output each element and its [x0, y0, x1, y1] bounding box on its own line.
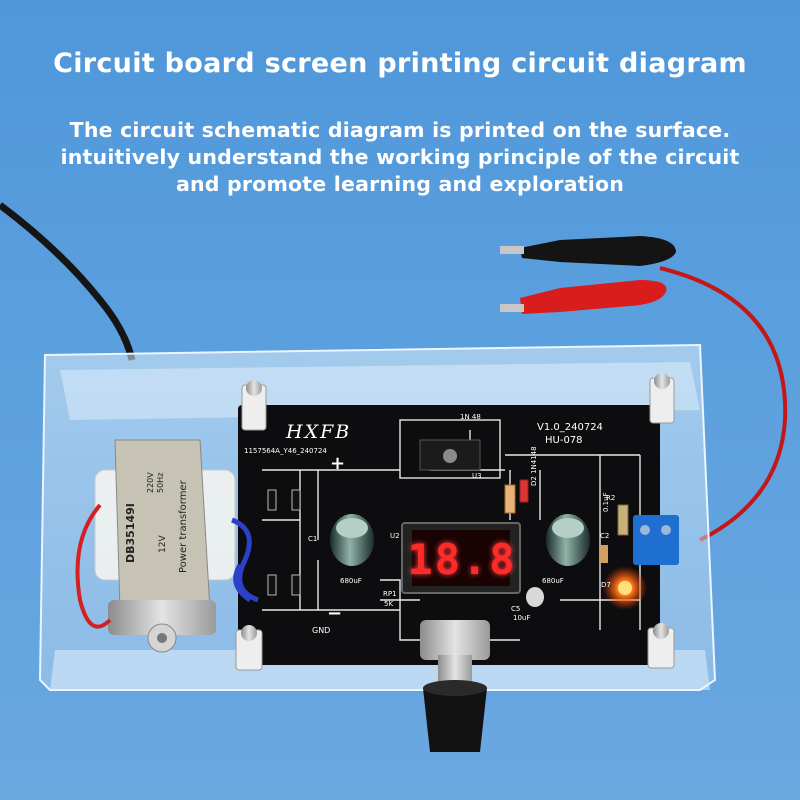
u2-label: U2 [390, 532, 400, 540]
capacitor-left [330, 514, 374, 566]
r2-label: R2 [606, 494, 616, 502]
part-code-silkscreen: 1157564A_Y46_240724 [244, 447, 327, 455]
plus-sign: + [330, 453, 346, 474]
small-components [267, 479, 629, 596]
potentiometer [420, 620, 490, 752]
transformer-label: DB35149I Power transformer 220V 50Hz 12V [118, 455, 198, 590]
capacitor-small [526, 587, 544, 607]
rp1-label: RP1 [383, 590, 397, 598]
regulator-outline [399, 419, 501, 479]
version-silkscreen: V1.0_240724 [537, 422, 603, 433]
gnd-label: GND [312, 626, 331, 635]
description-line-3: and promote learning and exploration [175, 172, 625, 196]
terminal-block [633, 515, 679, 565]
u3-label: U3 [472, 472, 482, 480]
rp1-value: 5K [384, 600, 394, 608]
voltage-display-reading: 18.8 [407, 534, 517, 584]
c5-label: C5 [511, 605, 521, 613]
silkscreen-traces [262, 430, 641, 641]
transformer-name: Power transformer [178, 480, 189, 573]
screws [241, 373, 670, 641]
c2-label: C2 [600, 532, 610, 540]
cap-right-label: 680uF [542, 577, 564, 585]
transformer-input-voltage: 220V [146, 472, 155, 493]
transformer-model: DB35149I [124, 503, 137, 563]
headline: Circuit board screen printing circuit di… [53, 48, 747, 79]
d2-label: D2 1N4148 [530, 446, 538, 486]
cap-left-label: 680uF [340, 577, 362, 585]
d7-label: D7 [601, 581, 611, 589]
minus-sign: − [327, 603, 343, 624]
red-alligator-clip [500, 280, 667, 314]
c1-label: C1 [308, 535, 318, 543]
standoffs [235, 377, 675, 671]
c5-value: 10uF [513, 614, 531, 622]
power-cord [0, 202, 136, 361]
capacitor-right [546, 514, 590, 566]
transformer-frequency: 50Hz [156, 472, 165, 493]
description-line-2: intuitively understand the working princ… [60, 145, 740, 169]
transformer [75, 439, 259, 653]
black-alligator-clip [500, 236, 676, 266]
model-silkscreen: HU-078 [545, 435, 583, 446]
brand-silkscreen: HXFB [286, 421, 352, 443]
description-line-1: The circuit schematic diagram is printed… [69, 118, 731, 142]
red-lead-wire [659, 266, 788, 542]
transformer-output-voltage: 12V [158, 535, 168, 553]
diode-top-label: 1N 48 [460, 413, 481, 421]
